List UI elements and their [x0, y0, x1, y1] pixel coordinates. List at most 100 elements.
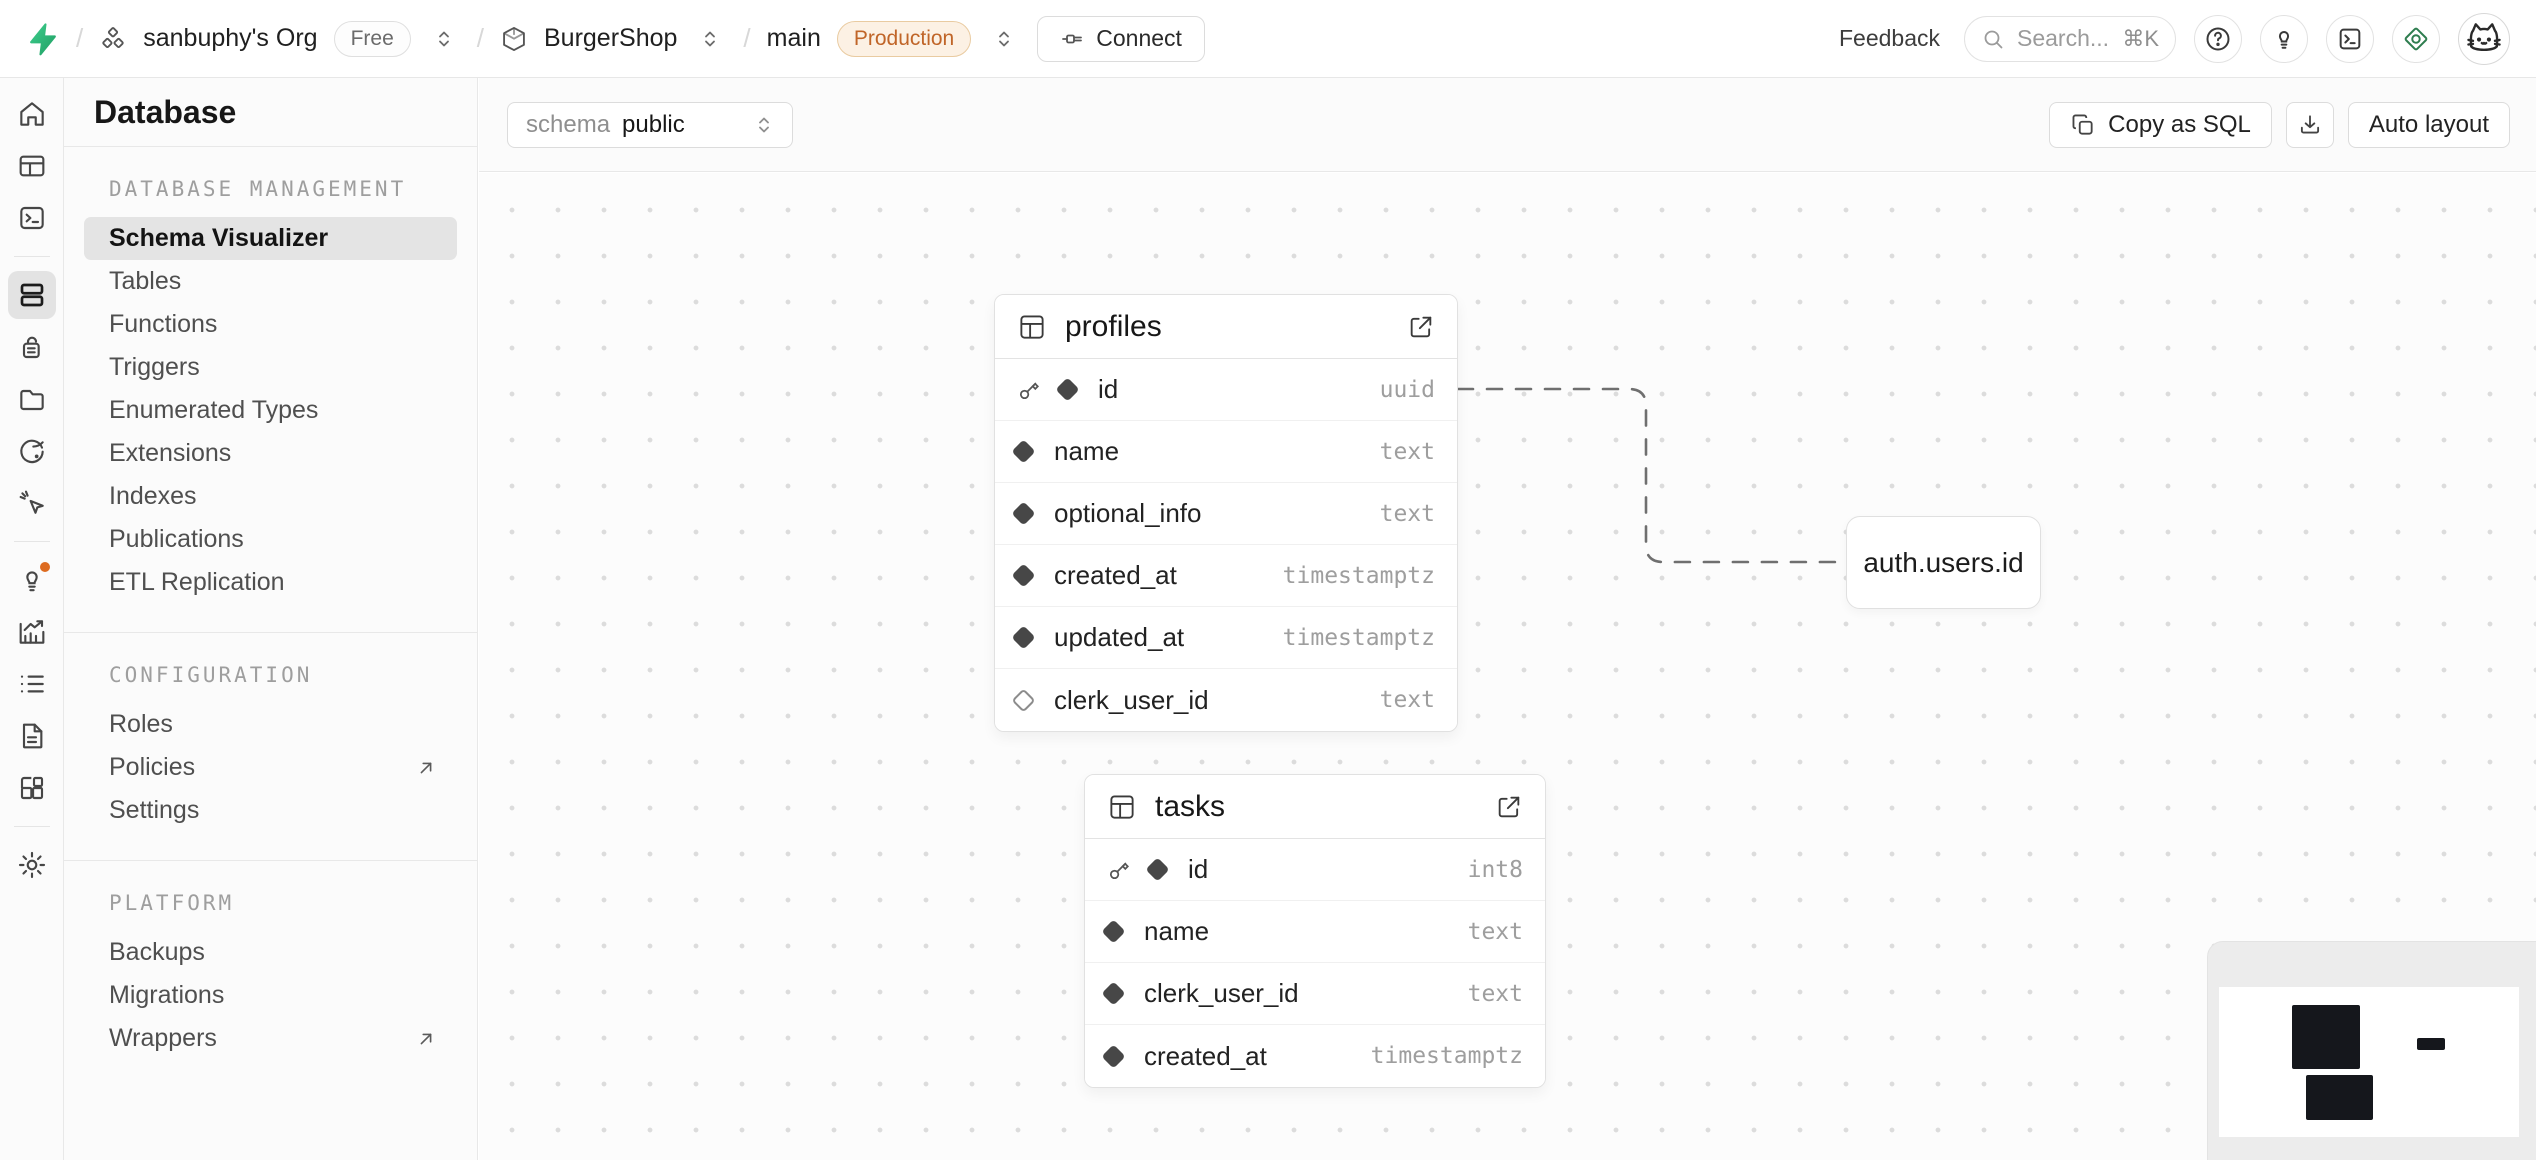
sidebar-item-triggers[interactable]: Triggers [84, 346, 457, 389]
organization-icon [99, 25, 127, 53]
not-null-diamond-icon [1011, 439, 1036, 464]
open-table-icon[interactable] [1495, 793, 1523, 821]
rail-reports-icon[interactable] [8, 608, 56, 656]
column-row[interactable]: clerk_user_id text [1085, 963, 1545, 1025]
column-type: int8 [1467, 856, 1523, 883]
item-label: Indexes [109, 482, 197, 510]
rail-authentication-icon[interactable] [8, 323, 56, 371]
column-row[interactable]: updated_at timestamptz [995, 607, 1457, 669]
column-row[interactable]: clerk_user_id text [995, 669, 1457, 731]
sidebar-item-indexes[interactable]: Indexes [84, 475, 457, 518]
table-node-tasks[interactable]: tasks id int8 name text clerk_user_id te… [1084, 774, 1546, 1088]
breadcrumb-separator: / [76, 23, 84, 53]
ai-assistant-button[interactable] [2392, 14, 2440, 63]
sidebar-item-schema-visualizer[interactable]: Schema Visualizer [84, 217, 457, 260]
rail-storage-icon[interactable] [8, 375, 56, 423]
rail-divider [13, 541, 50, 542]
minimap[interactable] [2207, 941, 2536, 1160]
auto-layout-button[interactable]: Auto layout [2347, 101, 2510, 148]
sidebar-item-roles[interactable]: Roles [84, 703, 457, 746]
item-label: Schema Visualizer [109, 224, 329, 252]
rail-logs-icon[interactable] [8, 660, 56, 708]
rail-realtime-icon[interactable] [8, 479, 56, 527]
feedback-link[interactable]: Feedback [1838, 25, 1940, 51]
column-row[interactable]: id uuid [995, 359, 1457, 421]
column-name: name [1144, 916, 1210, 946]
org-name[interactable]: sanbuphy's Org [143, 24, 318, 52]
breadcrumb-separator: / [743, 23, 751, 53]
schema-select-label: schema [526, 110, 611, 138]
copy-as-sql-label: Copy as SQL [2108, 110, 2251, 138]
sidebar-item-publications[interactable]: Publications [84, 518, 457, 561]
sidebar-item-backups[interactable]: Backups [84, 931, 457, 974]
rail-sql-editor-icon[interactable] [8, 194, 56, 242]
copy-as-sql-button[interactable]: Copy as SQL [2049, 101, 2272, 148]
item-label: Roles [109, 710, 173, 738]
sidebar-item-functions[interactable]: Functions [84, 303, 457, 346]
column-type: timestamptz [1282, 562, 1435, 589]
search-icon [1981, 27, 2005, 51]
section-label: PLATFORM [109, 891, 235, 915]
visualizer-toolbar: schema public Copy as SQL Auto layout [479, 78, 2536, 172]
rail-home-icon[interactable] [8, 90, 56, 138]
branch-switcher-chevron[interactable] [987, 22, 1021, 56]
sidebar-item-wrappers[interactable]: Wrappers [84, 1017, 457, 1060]
download-schema-button[interactable] [2285, 101, 2334, 148]
item-label: Triggers [109, 353, 200, 381]
column-row[interactable]: name text [1085, 901, 1545, 963]
search-shortcut: ⌘K [2122, 25, 2159, 51]
table-node-header: tasks [1085, 775, 1545, 839]
breadcrumb: / sanbuphy's Org Free / BurgerShop / mai… [24, 15, 1839, 62]
rail-advisors-icon[interactable] [8, 556, 56, 604]
database-sidebar: Database DATABASE MANAGEMENT Schema Visu… [64, 78, 478, 1160]
schema-canvas[interactable]: profiles id uuid name text optional_info… [479, 173, 2536, 1160]
sidebar-item-settings[interactable]: Settings [84, 789, 457, 832]
sidebar-item-enumerated-types[interactable]: Enumerated Types [84, 389, 457, 432]
column-row[interactable]: created_at timestamptz [1085, 1025, 1545, 1087]
column-row[interactable]: created_at timestamptz [995, 545, 1457, 607]
table-node-profiles[interactable]: profiles id uuid name text optional_info… [994, 294, 1458, 732]
column-row[interactable]: name text [995, 421, 1457, 483]
sidebar-item-tables[interactable]: Tables [84, 260, 457, 303]
header-actions: Feedback Search... ⌘K [1838, 12, 2510, 65]
column-name: clerk_user_id [1144, 978, 1299, 1008]
project-name[interactable]: BurgerShop [543, 24, 678, 52]
search-input[interactable]: Search... ⌘K [1964, 15, 2176, 62]
org-switcher-chevron[interactable] [427, 22, 461, 56]
item-label: Functions [109, 310, 218, 338]
auto-layout-label: Auto layout [2368, 110, 2489, 138]
rail-table-editor-icon[interactable] [8, 142, 56, 190]
help-button[interactable] [2194, 14, 2242, 63]
column-name: name [1054, 436, 1120, 466]
sidebar-item-etl-replication[interactable]: ETL Replication [84, 561, 457, 604]
item-label: Backups [109, 938, 205, 966]
column-row[interactable]: id int8 [1085, 839, 1545, 901]
supabase-logo-icon[interactable] [24, 21, 60, 57]
open-table-icon[interactable] [1407, 313, 1435, 341]
sidebar-item-policies[interactable]: Policies [84, 746, 457, 789]
rail-edge-functions-icon[interactable] [8, 427, 56, 475]
reference-node-label: auth.users.id [1863, 546, 2024, 578]
rail-integrations-icon[interactable] [8, 764, 56, 812]
connect-button[interactable]: Connect [1037, 15, 1205, 62]
sidebar-item-migrations[interactable]: Migrations [84, 974, 457, 1017]
rail-database-icon[interactable] [7, 271, 56, 319]
user-avatar[interactable] [2458, 12, 2510, 65]
external-link-arrow-icon [415, 1028, 437, 1050]
rail-divider [13, 256, 50, 257]
column-row[interactable]: optional_info text [995, 483, 1457, 545]
schema-select[interactable]: schema public [507, 101, 793, 148]
primary-key-icon [1015, 376, 1043, 404]
not-null-diamond-icon [1011, 625, 1036, 650]
section-platform: PLATFORM Backups Migrations Wrappers [64, 861, 477, 1088]
rail-settings-icon[interactable] [8, 841, 56, 889]
reference-node-auth-users-id[interactable]: auth.users.id [1846, 516, 2041, 609]
project-switcher-chevron[interactable] [693, 22, 727, 56]
rail-divider [13, 826, 50, 827]
branch-name[interactable]: main [766, 24, 821, 52]
sidebar-item-extensions[interactable]: Extensions [84, 432, 457, 475]
terminal-button[interactable] [2326, 14, 2374, 63]
notifications-button[interactable] [2260, 14, 2308, 63]
minimap-node-profiles [2292, 1005, 2360, 1069]
rail-api-docs-icon[interactable] [8, 712, 56, 760]
